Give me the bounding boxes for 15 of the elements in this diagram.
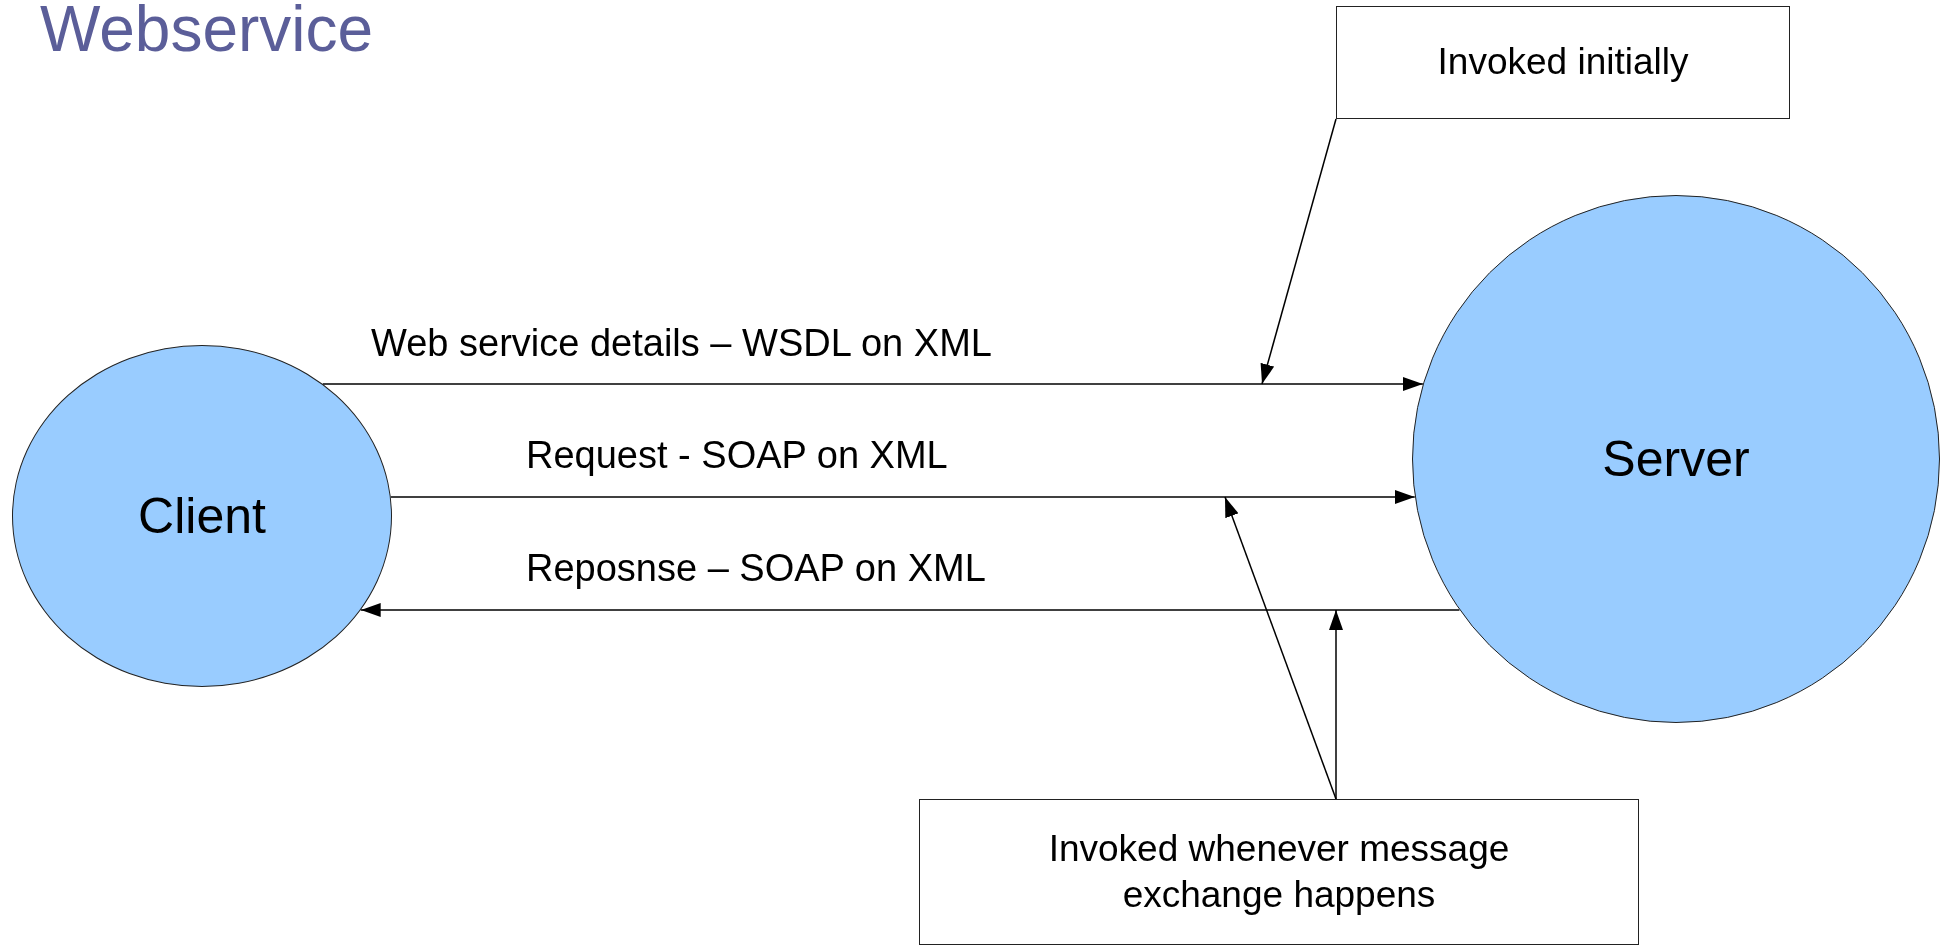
leader-arrow <box>1260 118 1337 385</box>
leader-arrow <box>1329 609 1343 800</box>
note-box <box>1336 6 1790 119</box>
arrow <box>322 377 1424 391</box>
node-label: Server <box>1602 429 1750 489</box>
edge-label: Reposnse – SOAP on XML <box>526 547 986 590</box>
title: Webservice <box>40 0 374 66</box>
node-label: Invoked whenever message exchange happens <box>1047 826 1511 917</box>
arrow <box>390 490 1416 504</box>
edge-label: Web service details – WSDL on XML <box>371 322 992 365</box>
note-box <box>919 799 1639 945</box>
node-label: Invoked initially <box>1437 40 1689 85</box>
leader-arrow <box>1224 496 1337 800</box>
edge-label: Request - SOAP on XML <box>526 434 948 477</box>
node-label: Client <box>138 486 266 546</box>
